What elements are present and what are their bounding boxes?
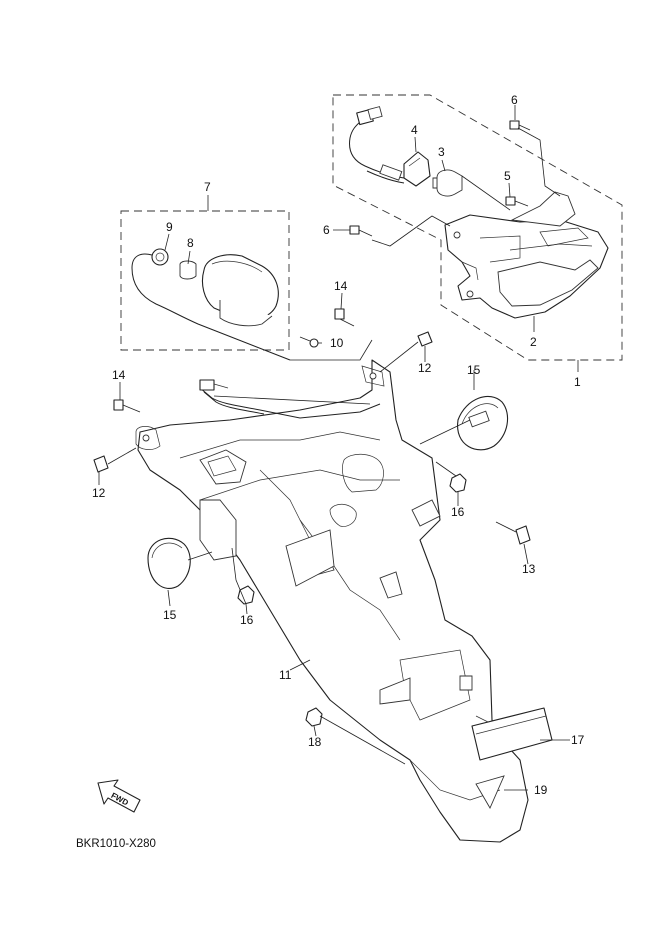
screw-13 <box>495 521 531 545</box>
callout-16-left: 16 <box>240 613 254 627</box>
screw-14-left <box>113 399 141 413</box>
callout-18: 18 <box>308 735 322 749</box>
callout-19: 19 <box>534 783 548 797</box>
tail-bulb-socket <box>403 151 431 187</box>
nut-16-left <box>237 585 255 605</box>
callout-12-right: 12 <box>418 361 432 375</box>
screw-6-left <box>349 225 373 237</box>
callout-15-right: 15 <box>467 363 481 377</box>
callout-11: 11 <box>279 668 292 682</box>
callout-6-top: 6 <box>511 93 518 107</box>
rear-fender <box>135 359 529 843</box>
callout-15-left: 15 <box>163 608 177 622</box>
callout-17: 17 <box>571 733 585 747</box>
taillight-assembly-group-outline <box>332 94 623 361</box>
callout-2: 2 <box>530 335 537 349</box>
license-light-assembly-group-outline <box>120 210 290 351</box>
tail-bulb <box>432 169 463 197</box>
callout-14-top: 14 <box>334 279 348 293</box>
callout-6-left: 6 <box>323 223 330 237</box>
callout-13: 13 <box>522 562 536 576</box>
drawing-code: BKR1010-X280 <box>76 838 156 850</box>
callout-9: 9 <box>166 220 173 234</box>
tail-light-unit <box>444 191 609 319</box>
nut-18 <box>305 707 323 727</box>
license-light-lens <box>201 254 279 327</box>
tail-light-wire-harness <box>349 106 405 184</box>
forward-direction-marker: FWD <box>97 779 141 813</box>
callout-12-left: 12 <box>92 486 106 500</box>
bolt-12-right <box>379 331 433 373</box>
callout-16-right: 16 <box>451 505 465 519</box>
triangle-label-19 <box>475 775 505 809</box>
callout-10: 10 <box>330 336 344 350</box>
callout-7: 7 <box>204 180 211 194</box>
license-light-bulb <box>179 260 197 280</box>
callout-14-left: 14 <box>112 368 126 382</box>
screw-14-top <box>334 308 355 327</box>
screw-6-top <box>509 120 531 131</box>
fender-wire-harness <box>199 379 381 419</box>
license-light-socket <box>131 248 291 361</box>
callout-8: 8 <box>187 236 194 250</box>
nut-16-right <box>449 473 467 493</box>
reflector-15-right <box>419 395 509 451</box>
screw-10 <box>299 336 319 348</box>
callout-1: 1 <box>574 375 581 389</box>
callout-3: 3 <box>438 145 445 159</box>
callout-labels: 1 2 3 4 5 6 6 7 8 9 10 11 12 12 13 14 14… <box>92 93 585 797</box>
callout-4: 4 <box>411 123 418 137</box>
bolt-12-left <box>93 447 137 473</box>
leader-lines <box>98 105 579 791</box>
reflector-15-left <box>147 537 213 589</box>
callout-5: 5 <box>504 169 511 183</box>
screw-5 <box>505 196 529 207</box>
